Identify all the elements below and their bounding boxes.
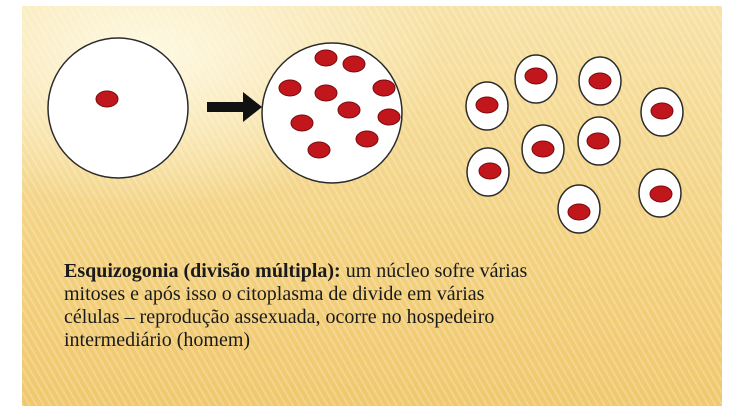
daughter-cell [514, 54, 558, 104]
schizont-nucleus [342, 55, 366, 73]
schizont-nucleus [337, 101, 361, 119]
schizont-cell [261, 42, 403, 184]
daughter-cell [638, 168, 682, 218]
schizont-nucleus [307, 141, 331, 159]
schizogony-diagram [47, 37, 684, 234]
schizont-nucleus [355, 130, 379, 148]
parent-cell-membrane [47, 37, 189, 179]
daughter-cell [578, 56, 622, 106]
daughter-cell [465, 81, 509, 131]
schizont-nucleus [314, 49, 338, 67]
schizont-nucleus [377, 108, 401, 126]
schizont-nucleus [372, 79, 396, 97]
daughter-cell [577, 116, 621, 166]
schizont-nucleus [314, 84, 338, 102]
daughter-cells [465, 54, 684, 234]
parent-cell-nucleus [95, 90, 119, 108]
slide: Esquizogonia (divisão múltipla): um núcl… [22, 6, 722, 406]
parent-cell [47, 37, 189, 179]
schizont-membrane [261, 42, 403, 184]
caption-text: Esquizogonia (divisão múltipla): um núcl… [64, 260, 534, 352]
daughter-cell [466, 147, 510, 197]
schizont-nucleus [290, 114, 314, 132]
daughter-cell [640, 87, 684, 137]
schizont-nucleus [278, 79, 302, 97]
daughter-cell [521, 124, 565, 174]
daughter-cell [557, 184, 601, 234]
caption-title: Esquizogonia (divisão múltipla): [64, 260, 341, 282]
arrow-icon [207, 92, 262, 122]
caption-body: um núcleo sofre várias mitoses e após is… [64, 260, 528, 351]
